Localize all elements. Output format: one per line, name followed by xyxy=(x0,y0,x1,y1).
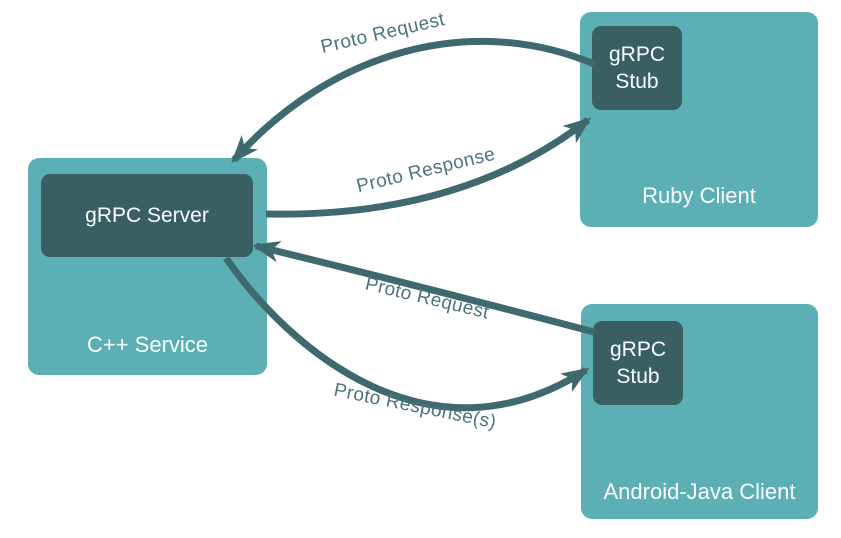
proto-request-label-ruby: Proto Request xyxy=(318,9,447,58)
arrow-proto-request-ruby-to-server xyxy=(231,37,596,164)
cpp-service-box: gRPC Server C++ Service xyxy=(28,158,267,375)
android-grpc-stub-box: gRPC Stub xyxy=(593,321,683,405)
grpc-server-box: gRPC Server xyxy=(41,174,253,257)
ruby-grpc-stub-label: gRPC Stub xyxy=(609,41,665,95)
proto-responses-label-android: Proto Response(s) xyxy=(332,379,499,434)
android-java-client-label: Android-Java Client xyxy=(603,479,796,504)
android-grpc-stub-label: gRPC Stub xyxy=(610,336,666,390)
proto-response-label-ruby: Proto Response xyxy=(354,143,498,198)
ruby-client-label: Ruby Client xyxy=(642,183,756,208)
stub-label-line1: gRPC xyxy=(608,43,666,66)
ruby-grpc-stub-box: gRPC Stub xyxy=(592,26,682,110)
stub-label-line2: Stub xyxy=(615,70,659,93)
arrow-proto-responses-server-to-android xyxy=(223,256,590,412)
cpp-service-label: C++ Service xyxy=(86,332,209,357)
grpc-server-label: gRPC Server xyxy=(85,203,209,227)
stub-label-line1: gRPC xyxy=(609,338,667,361)
proto-request-label-android: Proto Request xyxy=(363,273,492,324)
ruby-client-box: gRPC Stub Ruby Client xyxy=(580,12,818,227)
stub-label-line2: Stub xyxy=(616,365,660,388)
android-java-client-box: gRPC Stub Android-Java Client xyxy=(581,304,818,519)
